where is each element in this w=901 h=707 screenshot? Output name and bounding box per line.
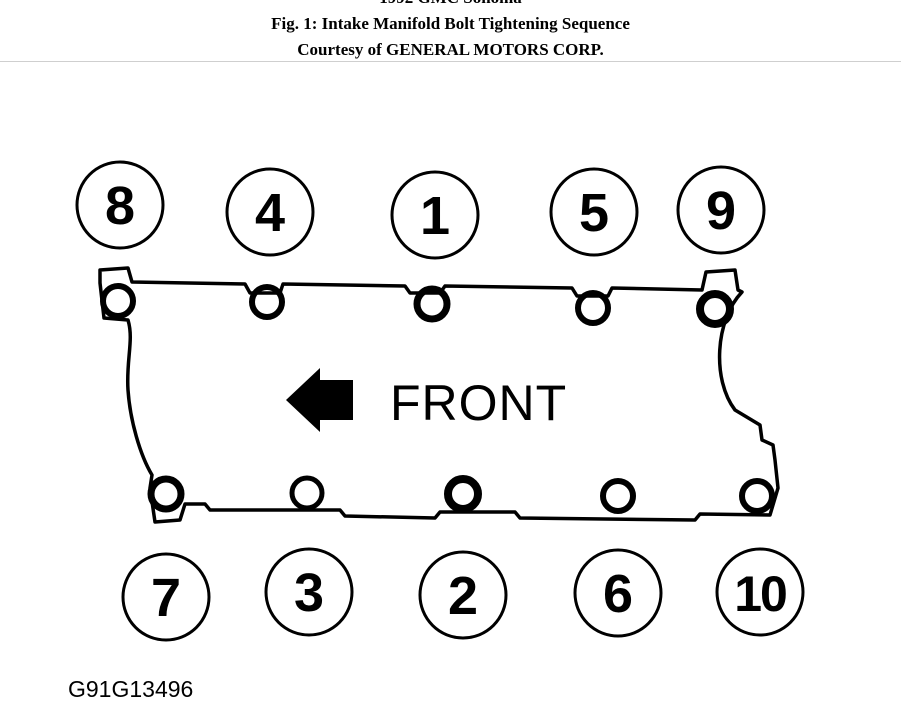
- figure-courtesy: Courtesy of GENERAL MOTORS CORP.: [297, 40, 604, 59]
- header-divider: [0, 61, 901, 62]
- bolt-hole: [289, 475, 325, 511]
- sequence-callouts-bottom: 7 3 2 6 10: [121, 547, 805, 642]
- figure-title: Fig. 1: Intake Manifold Bolt Tightening …: [271, 14, 630, 33]
- sequence-number: 9: [706, 181, 736, 241]
- sequence-number: 3: [294, 563, 324, 623]
- bolt-holes: [100, 283, 775, 514]
- bolt-hole: [600, 478, 636, 514]
- sequence-number: 2: [448, 566, 478, 626]
- sequence-number: 6: [603, 564, 633, 624]
- bolt-hole: [413, 285, 451, 323]
- sequence-number: 4: [255, 183, 285, 243]
- sequence-number: 8: [105, 176, 135, 236]
- vehicle-title: 1992 GMC Sonoma: [0, 0, 901, 8]
- front-label: FRONT: [390, 375, 567, 431]
- sequence-callouts-top: 8 4 1 5 9: [75, 160, 766, 260]
- sequence-number: 5: [579, 183, 609, 243]
- figure-header: 1992 GMC Sonoma Fig. 1: Intake Manifold …: [0, 0, 901, 62]
- bolt-hole: [147, 475, 185, 513]
- bolt-hole: [100, 283, 136, 319]
- sequence-number: 1: [420, 186, 450, 246]
- bolt-hole: [739, 478, 775, 514]
- front-arrow-icon: [286, 368, 353, 432]
- bolt-hole: [696, 290, 734, 328]
- bolt-hole: [249, 284, 285, 320]
- sequence-number: 7: [151, 568, 181, 628]
- bolt-hole: [444, 475, 482, 513]
- sequence-number: 10: [734, 566, 786, 622]
- bolt-hole: [575, 290, 611, 326]
- figure-id: G91G13496: [68, 676, 194, 702]
